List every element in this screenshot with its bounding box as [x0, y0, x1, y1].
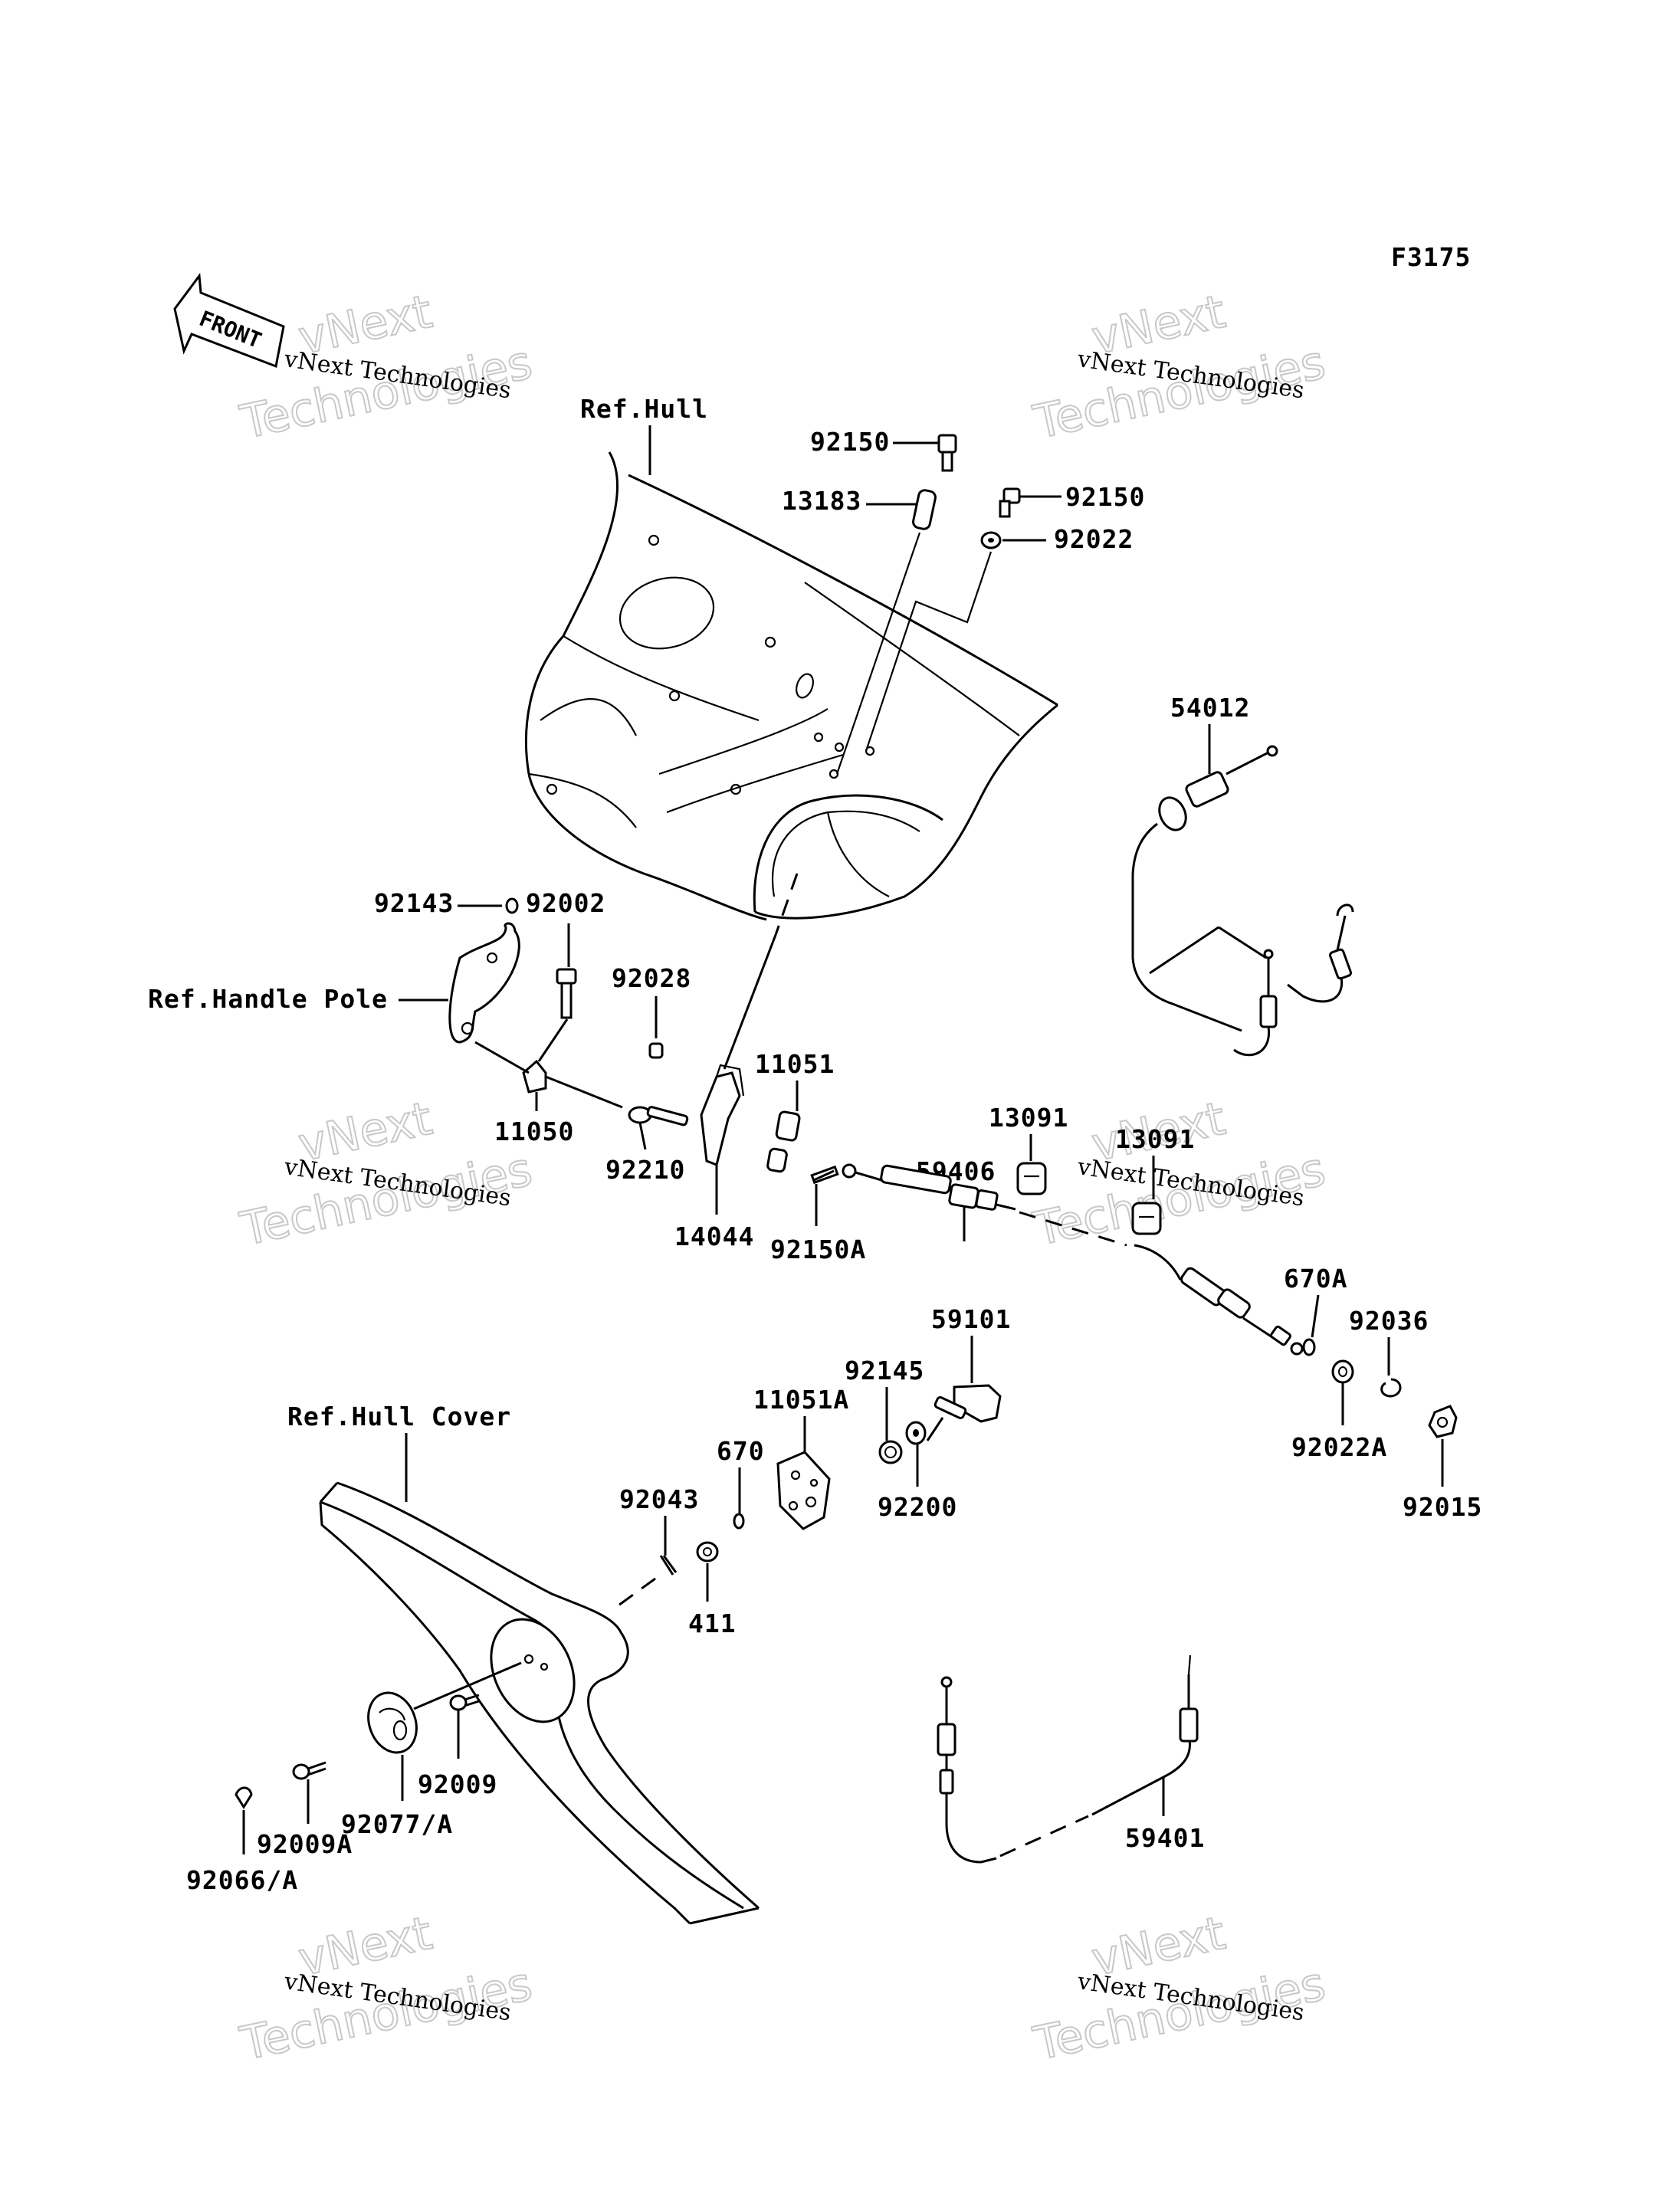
pin-icon [505, 897, 519, 914]
bracket-icon [700, 1064, 745, 1167]
cover-plate-icon [776, 1451, 831, 1530]
part-label-92150-right: 92150 [1065, 482, 1145, 512]
throttle-cable-icon [842, 1163, 1016, 1211]
screw-icon [292, 1761, 326, 1780]
clip-ring-icon [1302, 1338, 1316, 1356]
part-label-92002: 92002 [526, 888, 605, 918]
part-label-92150-top: 92150 [810, 427, 890, 457]
plate-icon [912, 489, 937, 530]
bolt-icon [937, 434, 957, 472]
cable-end-icon [1134, 1244, 1304, 1356]
part-label-92009A: 92009A [257, 1829, 353, 1859]
part-label-92210: 92210 [605, 1155, 685, 1185]
part-label-92009: 92009 [418, 1769, 497, 1799]
hull-cover-drawing [319, 1481, 760, 1925]
part-label-92077A: 92077/A [341, 1809, 453, 1839]
bolt-icon [999, 487, 1021, 518]
spring-pin-icon [659, 1555, 678, 1576]
part-label-13091-a: 13091 [989, 1103, 1068, 1133]
part-label-92022: 92022 [1054, 524, 1134, 554]
clip-icon [766, 1110, 801, 1173]
screw-icon [449, 1694, 480, 1711]
part-label-11051A: 11051A [753, 1385, 849, 1415]
ref-handle-pole-label: Ref.Handle Pole [148, 984, 388, 1014]
part-label-92143: 92143 [374, 888, 454, 918]
washer-icon [1331, 1359, 1354, 1384]
part-label-92015: 92015 [1403, 1492, 1482, 1522]
part-label-92022A: 92022A [1291, 1432, 1387, 1462]
clip-ring-icon [1380, 1378, 1402, 1398]
clamp-icon [522, 1059, 547, 1111]
washer-icon [696, 1541, 719, 1562]
link-rod-icon [628, 1106, 689, 1150]
choke-cable-icon [1131, 745, 1354, 1057]
cable-59401-icon [937, 1654, 1199, 1864]
watermark: vNext Technologies vNext Technologies [1029, 1906, 1331, 2072]
clip-ring-icon [733, 1513, 745, 1530]
part-label-92150A: 92150A [770, 1235, 866, 1264]
part-label-670: 670 [717, 1436, 765, 1466]
handle-bracket-icon [448, 922, 520, 1044]
washer-icon [905, 1421, 927, 1445]
ref-hull-label: Ref.Hull [580, 394, 708, 424]
part-label-59401: 59401 [1125, 1823, 1205, 1853]
bolt-icon [556, 968, 577, 1019]
part-label-14044: 14044 [674, 1221, 754, 1251]
part-label-92145: 92145 [845, 1356, 924, 1385]
lever-icon [926, 1384, 1002, 1441]
part-label-54012: 54012 [1170, 693, 1250, 723]
hull-drawing [525, 451, 1058, 921]
part-label-13091-b: 13091 [1115, 1124, 1195, 1154]
part-label-59101: 59101 [931, 1304, 1011, 1334]
watermark: vNext Technologies vNext Technologies [235, 1091, 538, 1258]
part-label-670A: 670A [1284, 1264, 1347, 1294]
cap-icon [235, 1786, 253, 1809]
part-label-11051: 11051 [755, 1049, 835, 1079]
nut-icon [1428, 1405, 1458, 1438]
part-label-11050: 11050 [494, 1117, 574, 1146]
figure-code: F3175 [1391, 242, 1471, 272]
screw-icon [810, 1165, 839, 1185]
washer-icon [980, 531, 1002, 549]
part-label-411: 411 [688, 1608, 737, 1638]
watermark: vNext Technologies vNext Technologies [235, 1906, 538, 2072]
part-label-92028: 92028 [612, 963, 691, 993]
part-label-92036: 92036 [1349, 1306, 1429, 1336]
watermark: vNext Technologies vNext Technologies [1029, 284, 1331, 451]
part-label-13183: 13183 [782, 486, 861, 516]
grommet-icon [1131, 1202, 1162, 1235]
part-label-92043: 92043 [619, 1484, 699, 1514]
watermark: vNext Technologies vNext Technologies [1029, 1091, 1331, 1258]
ref-hull-cover-label: Ref.Hull Cover [287, 1402, 511, 1431]
part-label-92200: 92200 [878, 1492, 957, 1522]
knob-icon [367, 1691, 418, 1754]
part-label-92066A: 92066/A [186, 1865, 298, 1895]
watermark: vNext Technologies vNext Technologies [235, 284, 538, 451]
collar-icon [878, 1440, 903, 1464]
nut-icon [648, 1042, 664, 1059]
grommet-icon [1016, 1162, 1047, 1195]
front-arrow-icon: FRONT [173, 272, 285, 369]
